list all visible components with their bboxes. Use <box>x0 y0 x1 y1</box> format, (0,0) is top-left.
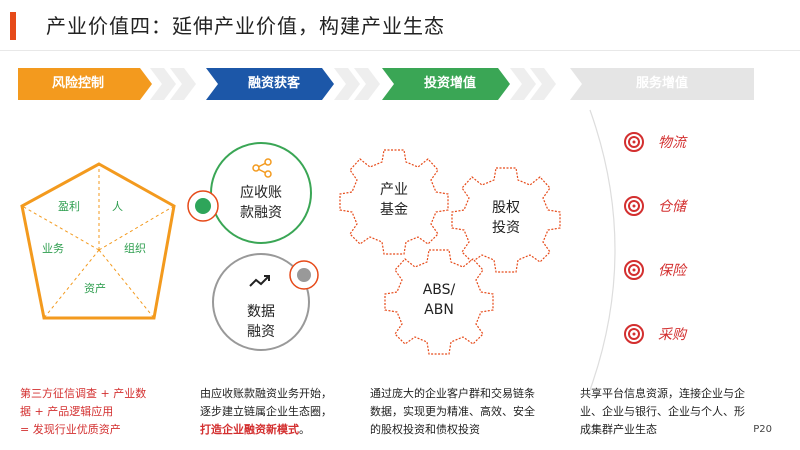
circle-text-line: 款融资 <box>240 205 282 221</box>
gear-text-line: 基金 <box>380 202 408 218</box>
target-icon <box>624 324 644 344</box>
text-line: 打造企业融资新模式。 <box>200 421 370 439</box>
gear-text-line: 股权 <box>492 200 520 216</box>
data-financing-circle <box>212 253 319 351</box>
text-tail: 。 <box>299 423 310 436</box>
bottom-text-investment: 通过庞大的企业客户群和交易链条 数据，实现更为精准、高效、安全 的股权投资和债权… <box>370 385 560 439</box>
target-icon <box>624 196 644 216</box>
gear-text-abs-abn: ABS/ ABN <box>409 280 469 320</box>
text-line: 逐步建立链属企业生态圈， <box>200 405 332 418</box>
emphasis-text: 打造企业融资新模式 <box>200 423 299 436</box>
stage-investment: 投资增值 <box>382 68 572 100</box>
stage-financing: 融资获客 <box>206 68 386 100</box>
stage-label: 融资获客 <box>247 76 300 91</box>
service-label: 保险 <box>658 263 686 279</box>
stage-risk-control: 风险控制 <box>18 68 198 100</box>
pentagon-label-assets: 资产 <box>84 282 106 295</box>
target-icon <box>624 260 644 280</box>
share-icon <box>252 158 272 178</box>
service-label: 仓储 <box>658 199 686 215</box>
target-icon <box>624 132 644 152</box>
pentagon-label-profit: 盈利 <box>58 200 80 213</box>
gear-text-equity-investment: 股权 投资 <box>476 198 536 238</box>
receivable-financing-text: 应收账 款融资 <box>221 183 301 223</box>
pentagon-label-business: 业务 <box>42 242 64 255</box>
text-line: 由应收账款融资业务开始， <box>200 387 332 400</box>
bottom-text-risk: 第三方征信调查 + 产业数 据 + 产品逻辑应用 = 发现行业优质资产 <box>20 385 190 439</box>
page-title: 产业价值四：延伸产业价值，构建产业生态 <box>46 14 445 38</box>
gear-text-line: 产业 <box>380 182 408 198</box>
gear-text-line: 投资 <box>492 220 520 236</box>
text-line: 数据，实现更为精准、高效、安全 <box>370 405 535 418</box>
text-line: 第三方征信调查 + 产业数 <box>20 387 147 400</box>
page-number: P20 <box>753 424 772 435</box>
stage-label: 风险控制 <box>51 76 104 91</box>
service-warehousing: 仓储 <box>620 192 686 220</box>
gears-diagram <box>339 149 561 355</box>
receivable-financing-circle <box>187 142 312 244</box>
title-divider <box>0 50 800 51</box>
trend-up-icon <box>249 275 270 287</box>
service-arc <box>589 109 616 391</box>
text-line: 的股权投资和债权投资 <box>370 423 480 436</box>
pentagon-label-organization: 组织 <box>124 242 146 255</box>
gear-text-line: ABN <box>424 302 454 318</box>
text-line: 共享平台信息资源，连接企业与企 <box>580 387 745 400</box>
title-area: 产业价值四：延伸产业价值，构建产业生态 <box>0 0 800 51</box>
pentagon-diagram <box>20 162 176 320</box>
service-label: 物流 <box>658 135 686 151</box>
service-logistics: 物流 <box>620 128 686 156</box>
text-line: 通过庞大的企业客户群和交易链条 <box>370 387 535 400</box>
gear-text-line: ABS/ <box>422 282 456 298</box>
service-procurement: 采购 <box>620 320 686 348</box>
stage-label: 服务增值 <box>635 76 688 91</box>
gear-text-industry-fund: 产业 基金 <box>364 180 424 220</box>
pentagon-label-people: 人 <box>112 200 123 213</box>
text-line: 成集群产业生态 <box>580 423 657 436</box>
bottom-text-financing: 由应收账款融资业务开始， 逐步建立链属企业生态圈， 打造企业融资新模式。 <box>200 385 370 439</box>
circle-text-line: 数据 <box>247 304 275 320</box>
circle-text-line: 应收账 <box>240 185 282 201</box>
pentagon-outline <box>20 162 176 320</box>
circle-text-line: 融资 <box>247 324 275 340</box>
service-label: 采购 <box>658 327 686 343</box>
stage-service: 服务增值 <box>570 68 754 100</box>
bottom-text-service: 共享平台信息资源，连接企业与企 业、企业与银行、企业与个人、形 成集群产业生态 <box>580 385 770 439</box>
service-insurance: 保险 <box>620 256 686 284</box>
text-line: 业、企业与银行、企业与个人、形 <box>580 405 745 418</box>
text-line: = 发现行业优质资产 <box>20 423 121 436</box>
text-line: 据 + 产品逻辑应用 <box>20 405 114 418</box>
data-financing-text: 数据 融资 <box>221 302 301 342</box>
title-accent-bar <box>10 12 16 40</box>
stage-label: 投资增值 <box>423 76 476 91</box>
